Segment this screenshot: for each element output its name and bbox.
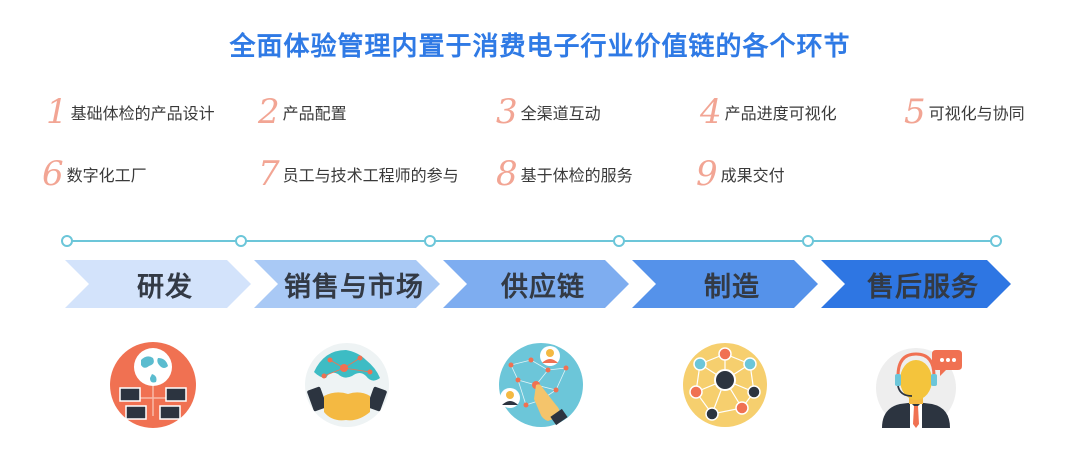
stage-label: 售后服务 [867, 271, 979, 303]
feature-number: 3 [496, 92, 518, 132]
feature-item-6: 6 数字化工厂 [42, 154, 147, 194]
feature-item-2: 2 产品配置 [258, 92, 347, 132]
people-network-touch-icon [499, 343, 583, 427]
timeline-dot [990, 235, 1002, 247]
globe-network-icon [110, 342, 196, 428]
timeline-dot [424, 235, 436, 247]
feature-number: 1 [46, 92, 68, 132]
feature-label: 产品进度可视化 [724, 104, 837, 123]
feature-label: 数字化工厂 [66, 166, 147, 185]
feature-number: 7 [258, 154, 280, 194]
feature-label: 员工与技术工程师的参与 [282, 166, 459, 185]
feature-number: 5 [904, 92, 926, 132]
timeline-dot [61, 235, 73, 247]
timeline-line [67, 240, 996, 242]
feature-item-8: 8 基于体检的服务 [496, 154, 633, 194]
feature-label: 全渠道互动 [520, 104, 601, 123]
stage-label: 供应链 [501, 271, 585, 303]
stage-arrow-sales-marketing: 销售与市场 [254, 260, 440, 308]
feature-item-7: 7 员工与技术工程师的参与 [258, 154, 459, 194]
stage-arrow-after-sales: 售后服务 [821, 260, 1011, 308]
feature-item-4: 4 产品进度可视化 [700, 92, 837, 132]
feature-item-3: 3 全渠道互动 [496, 92, 601, 132]
stage-label: 销售与市场 [284, 271, 424, 303]
stage-arrow-supply-chain: 供应链 [443, 260, 629, 308]
stage-arrow-rd: 研发 [65, 260, 251, 308]
timeline-dot [613, 235, 625, 247]
timeline-dot [235, 235, 247, 247]
customer-service-icon [876, 348, 962, 428]
feature-number: 8 [496, 154, 518, 194]
feature-label: 基础体检的产品设计 [70, 104, 215, 123]
timeline-dot [802, 235, 814, 247]
feature-label: 可视化与协同 [928, 104, 1025, 123]
feature-number: 6 [42, 154, 64, 194]
node-network-icon [683, 343, 767, 427]
feature-item-1: 1 基础体检的产品设计 [46, 92, 215, 132]
stage-label: 制造 [704, 271, 760, 303]
feature-label: 基于体检的服务 [520, 166, 633, 185]
feature-list: 1 基础体检的产品设计 2 产品配置 3 全渠道互动 4 产品进度可视化 5 可… [0, 0, 1080, 200]
feature-item-5: 5 可视化与协同 [904, 92, 1025, 132]
page-title: 全面体验管理内置于消费电子行业价值链的各个环节 [229, 32, 851, 62]
feature-number: 2 [258, 92, 280, 132]
feature-item-9: 9 成果交付 [696, 154, 785, 194]
feature-number: 4 [700, 92, 722, 132]
stage-label: 研发 [137, 271, 193, 303]
stage-arrow-manufacturing: 制造 [632, 260, 818, 308]
feature-number: 9 [696, 154, 718, 194]
feature-label: 产品配置 [282, 104, 347, 123]
global-handshake-icon [305, 343, 389, 427]
feature-label: 成果交付 [720, 166, 785, 185]
